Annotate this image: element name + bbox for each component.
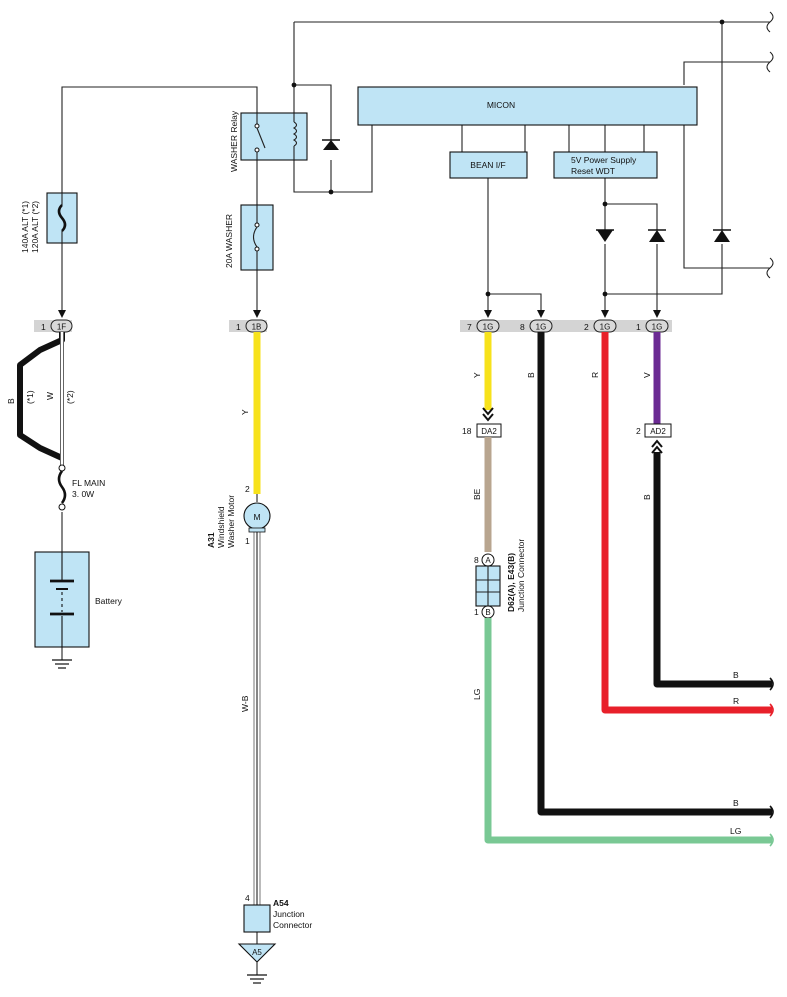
wire-label-wb: W-B	[240, 695, 250, 712]
junction-d62-code: D62(A), E43(B)	[506, 553, 516, 612]
fuse-icon	[252, 205, 260, 270]
wire-label-b8: B	[526, 372, 536, 378]
relay-switch-icon	[254, 113, 266, 160]
a54-label-1: Junction	[273, 909, 305, 919]
diode-icon	[596, 229, 614, 242]
wire-label-lg-end: LG	[730, 826, 741, 836]
connector-code: 1G	[536, 323, 547, 332]
motor-pin-top: 2	[245, 484, 250, 494]
connector-code: 1G	[652, 323, 663, 332]
ad2-connector	[644, 423, 672, 438]
battery-icon	[50, 552, 74, 647]
a54-code: A54	[273, 898, 289, 908]
connector-pin: 2	[584, 322, 589, 332]
wire-label-y: Y	[240, 409, 250, 415]
wire-label-b: B	[6, 398, 16, 404]
junction-bottom-pin: 1	[474, 607, 479, 617]
connector-code: 1G	[483, 323, 494, 332]
washer-relay-label: WASHER Relay	[229, 110, 239, 172]
wire-r	[601, 332, 772, 714]
battery-label: Battery	[95, 596, 123, 606]
fl-main-label-1: FL MAIN	[72, 478, 105, 488]
wire-label-w: W	[45, 392, 55, 400]
bean-if-box	[449, 151, 528, 179]
a54-pin: 4	[245, 893, 250, 903]
wire-label-v: V	[642, 372, 652, 378]
connector-pin: 1	[236, 322, 241, 332]
diode-icon	[713, 229, 731, 242]
wire-b-8	[537, 332, 772, 816]
alt-fuse-label-1: 140A ALT (*1)	[20, 201, 30, 253]
power-supply-label-1: 5V Power Supply	[571, 155, 637, 165]
da2-pin: 18	[462, 426, 472, 436]
motor-symbol: M	[253, 512, 260, 522]
a54-junction-box	[243, 904, 271, 933]
connector-pin: 1	[41, 322, 46, 332]
relay-coil-icon	[292, 113, 298, 160]
motor-pin-bottom: 1	[245, 536, 250, 546]
wire-option-2: (*2)	[65, 390, 75, 404]
wire-continuation-marks	[766, 11, 774, 279]
junction-grid-icon	[476, 566, 500, 606]
fusible-link-icon	[57, 193, 67, 243]
ad2-code: AD2	[650, 427, 666, 436]
fl-main-label-2: 3. 0W	[72, 489, 94, 499]
wire-label-b8-end: B	[733, 798, 739, 808]
connector-arrow-icon	[482, 407, 494, 422]
diode-icon	[322, 139, 340, 150]
fl-main-fusible-icon	[57, 464, 67, 511]
micon-box	[357, 86, 698, 126]
wire-option-1: (*1)	[25, 390, 35, 404]
power-supply-box	[553, 151, 658, 179]
motor-code: A31	[206, 532, 216, 548]
da2-code: DA2	[481, 427, 497, 436]
wire-label-be: BE	[472, 488, 482, 500]
arrow-down-icons	[58, 310, 661, 318]
connector-arrow-icon	[651, 439, 663, 454]
wire-label-r-end: R	[733, 696, 739, 706]
connector-pin: 1	[636, 322, 641, 332]
wire-label-y2: Y	[472, 372, 482, 378]
ad2-pin: 2	[636, 426, 641, 436]
ground-a5-label: A5	[252, 948, 262, 957]
motor-label-1: Windshield	[216, 506, 226, 548]
connector-pin: 8	[520, 322, 525, 332]
diode-icon	[648, 229, 666, 242]
a54-label-2: Connector	[273, 920, 312, 930]
connector-code: 1F	[57, 323, 66, 332]
washer-fuse-label: 20A WASHER	[224, 214, 234, 268]
connector-code: 1B	[252, 323, 262, 332]
connector-pin: 7	[467, 322, 472, 332]
motor-label-2: Washer Motor	[226, 495, 236, 548]
connector-strips	[34, 320, 672, 332]
alt-fuse-label-2: 120A ALT (*2)	[30, 201, 40, 253]
junction-dots	[291, 19, 725, 297]
wire-b-battery	[17, 332, 65, 470]
wire-end-marks	[769, 677, 774, 847]
micon-label: MICON	[487, 100, 515, 110]
wire-label-b-ad2-end: B	[733, 670, 739, 680]
wire-label-b-ad2: B	[642, 494, 652, 500]
junction-bottom-code: B	[485, 608, 490, 617]
wire-label-r: R	[590, 372, 600, 378]
wire-label-lg: LG	[472, 689, 482, 700]
connector-code: 1G	[600, 323, 611, 332]
junction-top-pin: 8	[474, 555, 479, 565]
bean-if-label: BEAN I/F	[470, 160, 505, 170]
junction-top-code: A	[485, 556, 491, 565]
junction-d62-name: Junction Connector	[516, 539, 526, 612]
ground-a5-icon	[237, 943, 277, 984]
thin-wiring	[61, 21, 770, 944]
washer-relay-box	[240, 112, 308, 161]
power-supply-label-2: Reset WDT	[571, 166, 615, 176]
wire-b-ad2	[653, 452, 772, 688]
ground-icon	[52, 659, 72, 669]
wire-lg	[484, 618, 772, 844]
